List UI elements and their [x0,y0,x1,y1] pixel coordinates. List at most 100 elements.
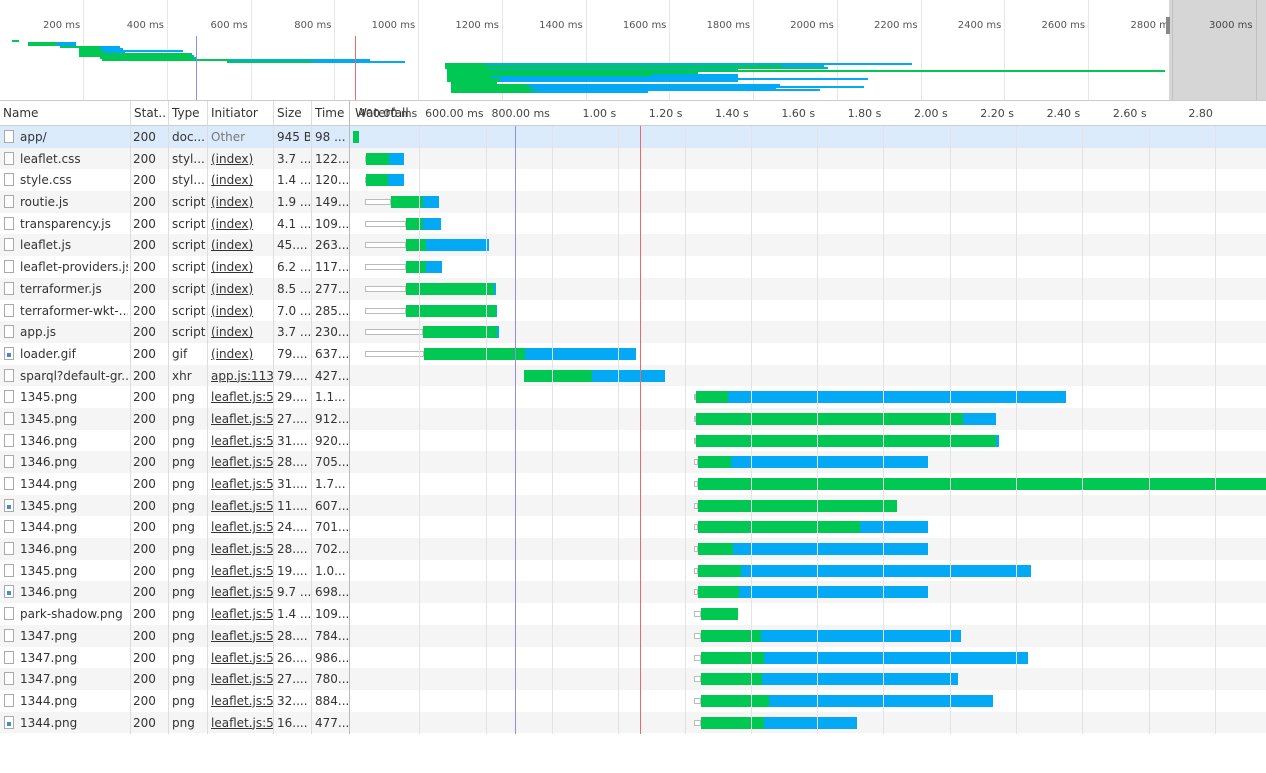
column-header-type[interactable]: Type [172,106,200,120]
request-name[interactable]: 1347.png [20,672,78,687]
waterfall-bar[interactable] [694,521,929,534]
waterfall-bar[interactable] [694,456,929,469]
request-name[interactable]: 1346.png [20,585,78,600]
request-initiator[interactable]: (index) [211,195,254,210]
column-divider[interactable] [168,101,169,734]
waterfall-bar[interactable] [694,434,1000,447]
request-name[interactable]: leaflet-providers.js [20,260,128,275]
request-initiator[interactable]: (index) [211,238,254,253]
waterfall-bar[interactable] [694,543,929,556]
request-initiator[interactable]: leaflet.js:5 [211,693,273,708]
request-name[interactable]: transparency.js [20,216,111,231]
request-initiator[interactable]: leaflet.js:5 [211,477,273,491]
request-initiator[interactable]: (index) [211,173,254,188]
waterfall-bar[interactable] [364,196,440,209]
request-initiator[interactable]: leaflet.js:5 [211,607,273,622]
column-header-status[interactable]: Stat... [134,106,166,120]
request-name[interactable]: style.css [20,173,72,188]
column-divider[interactable] [130,101,131,734]
waterfall-bar[interactable] [694,499,897,512]
waterfall-bar[interactable] [523,369,665,382]
request-name[interactable]: park-shadow.png [20,607,123,622]
request-name[interactable]: sparql?default-gr... [20,368,128,383]
column-header-name[interactable]: Name [3,106,39,120]
request-initiator[interactable]: leaflet.js:5 [211,498,273,513]
request-initiator[interactable]: (index) [211,325,254,340]
column-header-size[interactable]: Size [277,106,302,120]
request-name[interactable]: terraformer.js [20,281,102,296]
column-header-time[interactable]: Time [315,106,345,120]
request-name[interactable]: 1346.png [20,433,78,448]
request-initiator[interactable]: leaflet.js:5 [211,411,273,426]
request-initiator[interactable]: leaflet.js:5 [211,433,273,448]
waterfall-bar[interactable] [694,564,1031,577]
request-initiator[interactable]: leaflet.js:5 [211,455,273,470]
waterfall-bar[interactable] [694,391,1066,404]
waterfall-bar[interactable] [364,326,499,339]
waterfall-bar[interactable] [364,217,441,230]
request-name[interactable]: loader.gif [20,346,76,361]
column-divider[interactable] [207,101,208,734]
column-divider[interactable] [273,101,274,734]
request-initiator[interactable]: (index) [211,151,254,166]
request-name[interactable]: terraformer-wkt-... [20,303,128,318]
request-name[interactable]: 1344.png [20,715,78,730]
request-name[interactable]: 1344.png [20,477,78,491]
request-name[interactable]: 1345.png [20,563,78,578]
waterfall-bar[interactable] [694,412,997,425]
waterfall-bar[interactable] [353,131,359,143]
request-name[interactable]: routie.js [20,195,69,210]
waterfall-bar[interactable] [364,152,405,165]
waterfall-bar[interactable] [364,347,637,360]
request-name[interactable]: app/ [20,130,47,144]
request-initiator[interactable]: (index) [211,346,254,361]
request-name[interactable]: 1347.png [20,650,78,665]
column-divider[interactable] [311,101,312,734]
waterfall-bar[interactable] [694,608,738,621]
request-name[interactable]: 1344.png [20,693,78,708]
waterfall-bar[interactable] [694,651,1028,664]
request-name[interactable]: 1346.png [20,542,78,557]
request-name[interactable]: 1346.png [20,455,78,470]
request-name[interactable]: leaflet.css [20,151,81,166]
request-initiator[interactable]: (index) [211,281,254,296]
waterfall-bar[interactable] [694,478,1266,490]
request-initiator[interactable]: leaflet.js:5 [211,628,273,643]
request-initiator[interactable]: leaflet.js:5 [211,585,273,600]
request-initiator[interactable]: leaflet.js:5 [211,650,273,665]
request-initiator[interactable]: leaflet.js:5 [211,542,273,557]
request-initiator[interactable]: (index) [211,303,254,318]
column-header-waterfall[interactable]: Waterfall [355,106,409,120]
waterfall-bar[interactable] [364,282,496,295]
request-initiator[interactable]: leaflet.js:5 [211,563,273,578]
request-name[interactable]: 1347.png [20,628,78,643]
request-name[interactable]: 1345.png [20,411,78,426]
waterfall-bar[interactable] [694,629,962,642]
request-initiator[interactable]: leaflet.js:5 [211,715,273,730]
